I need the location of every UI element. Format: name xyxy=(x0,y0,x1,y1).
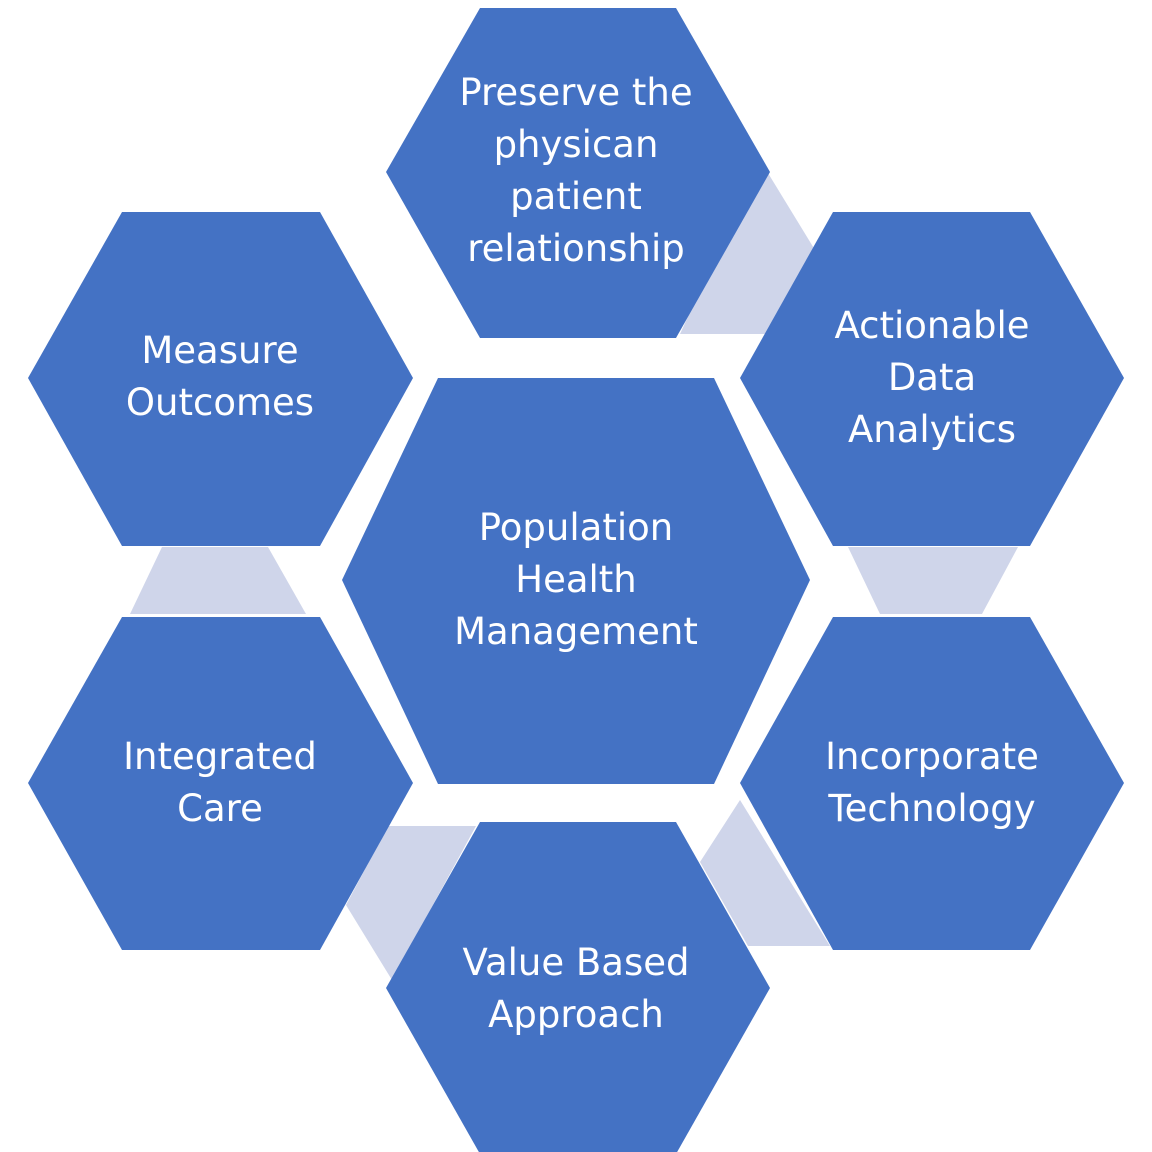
label-line: Population xyxy=(478,506,674,549)
label-line: physican xyxy=(493,123,659,166)
label-line: Preserve the xyxy=(459,71,693,114)
label-line: Approach xyxy=(488,993,664,1036)
label-line: relationship xyxy=(467,227,685,270)
hexagon-center xyxy=(342,378,810,784)
label-line: Incorporate xyxy=(825,735,1039,778)
hexagon-right-lower xyxy=(740,617,1124,950)
hexagon-top xyxy=(386,8,770,338)
connector-bottom-left xyxy=(346,826,476,980)
label-line: Analytics xyxy=(847,408,1017,451)
label-line: Value Based xyxy=(462,941,690,984)
label-line: Outcomes xyxy=(125,381,315,424)
label-line: Actionable xyxy=(834,304,1030,347)
right-lower-label: Incorporate Technology xyxy=(760,730,1104,836)
label-line: Measure xyxy=(141,329,299,372)
label-line: Integrated xyxy=(123,735,317,778)
left-upper-label: Measure Outcomes xyxy=(48,324,392,430)
connector-top-right xyxy=(680,160,815,334)
connector-right xyxy=(848,547,1018,614)
label-line: patient xyxy=(510,175,642,218)
left-lower-label: Integrated Care xyxy=(48,730,392,836)
connector-left xyxy=(130,547,306,614)
label-line: Health xyxy=(515,558,637,601)
label-line: Care xyxy=(177,787,263,830)
hexagon-right-upper xyxy=(740,212,1124,546)
hexagon-bottom xyxy=(386,822,770,1152)
hexagon-left-lower xyxy=(28,617,413,950)
label-line: Data xyxy=(887,356,977,399)
center-label: Population Health Management xyxy=(380,500,772,660)
label-line: Management xyxy=(454,610,698,653)
bottom-label: Value Based Approach xyxy=(404,936,748,1042)
hexagon-left-upper xyxy=(28,212,413,546)
top-label: Preserve the physican patient relationsh… xyxy=(400,66,752,276)
right-upper-label: Actionable Data Analytics xyxy=(760,298,1104,458)
connector-bottom-right xyxy=(700,800,830,946)
label-line: Technology xyxy=(828,787,1036,830)
